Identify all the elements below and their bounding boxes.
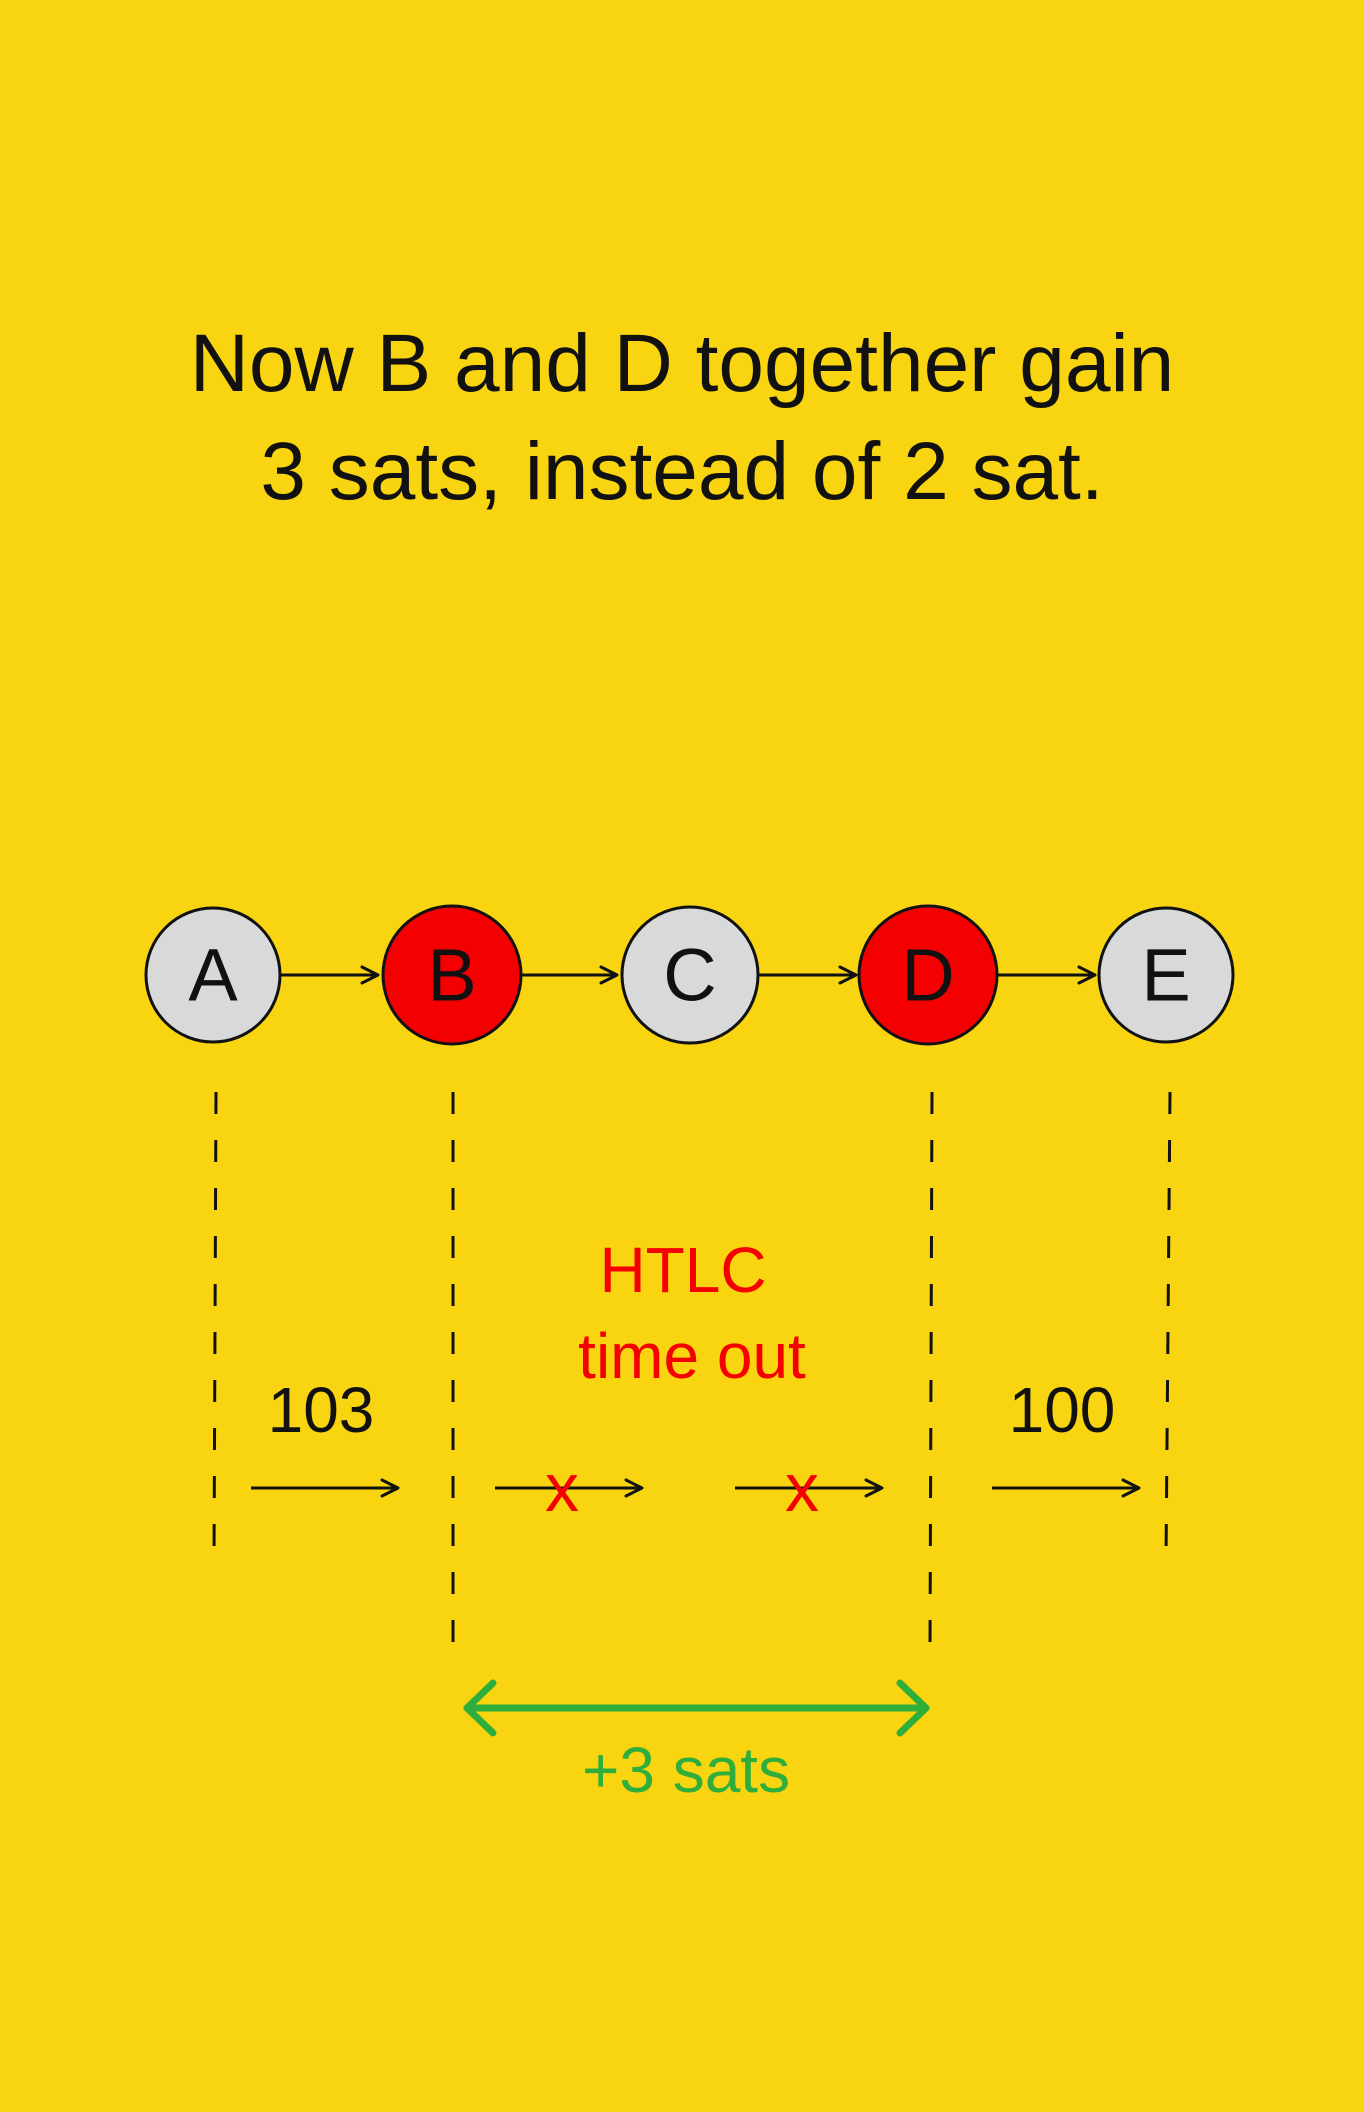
node-d: D [857, 904, 999, 1046]
node-c-label: C [663, 934, 716, 1017]
guide-line-d [928, 1091, 934, 1651]
gain-arrow [463, 1679, 930, 1737]
node-d-circle [857, 904, 999, 1046]
node-e-label: E [1141, 934, 1190, 1017]
amount-label-left: 103 [268, 1374, 375, 1446]
amount-label-right: 100 [1009, 1374, 1116, 1446]
title-line-1: Now B and D together gain [189, 318, 1175, 409]
node-a-circle [144, 906, 282, 1044]
node-e: E [1097, 906, 1235, 1044]
node-d-label: D [901, 934, 954, 1017]
page-title: Now B and D together gain 3 sats, instea… [0, 310, 1364, 526]
gain-label: +3 sats [582, 1734, 790, 1806]
guide-line-a [212, 1091, 218, 1561]
node-e-circle [1097, 906, 1235, 1044]
guide-lines [212, 1091, 1172, 1651]
htlc-timeout-label: time out [578, 1320, 806, 1392]
gain-arrow-left-head [463, 1679, 497, 1737]
node-b-label: B [427, 934, 476, 1017]
guide-line-e [1164, 1091, 1172, 1561]
node-c-circle [620, 905, 760, 1045]
title-line-2: 3 sats, instead of 2 sat. [260, 426, 1104, 517]
gain-arrow-right-head [896, 1679, 930, 1737]
node-c: C [620, 905, 760, 1045]
failed-htlc-mark-2: x [785, 1450, 819, 1526]
failed-htlc-mark-1: x [545, 1450, 579, 1526]
node-b-circle [381, 904, 523, 1046]
node-a: A [144, 906, 282, 1044]
node-b: B [381, 904, 523, 1046]
node-a-label: A [188, 934, 238, 1017]
htlc-label: HTLC [599, 1234, 766, 1306]
route-nodes: A B C D E [144, 904, 1235, 1046]
